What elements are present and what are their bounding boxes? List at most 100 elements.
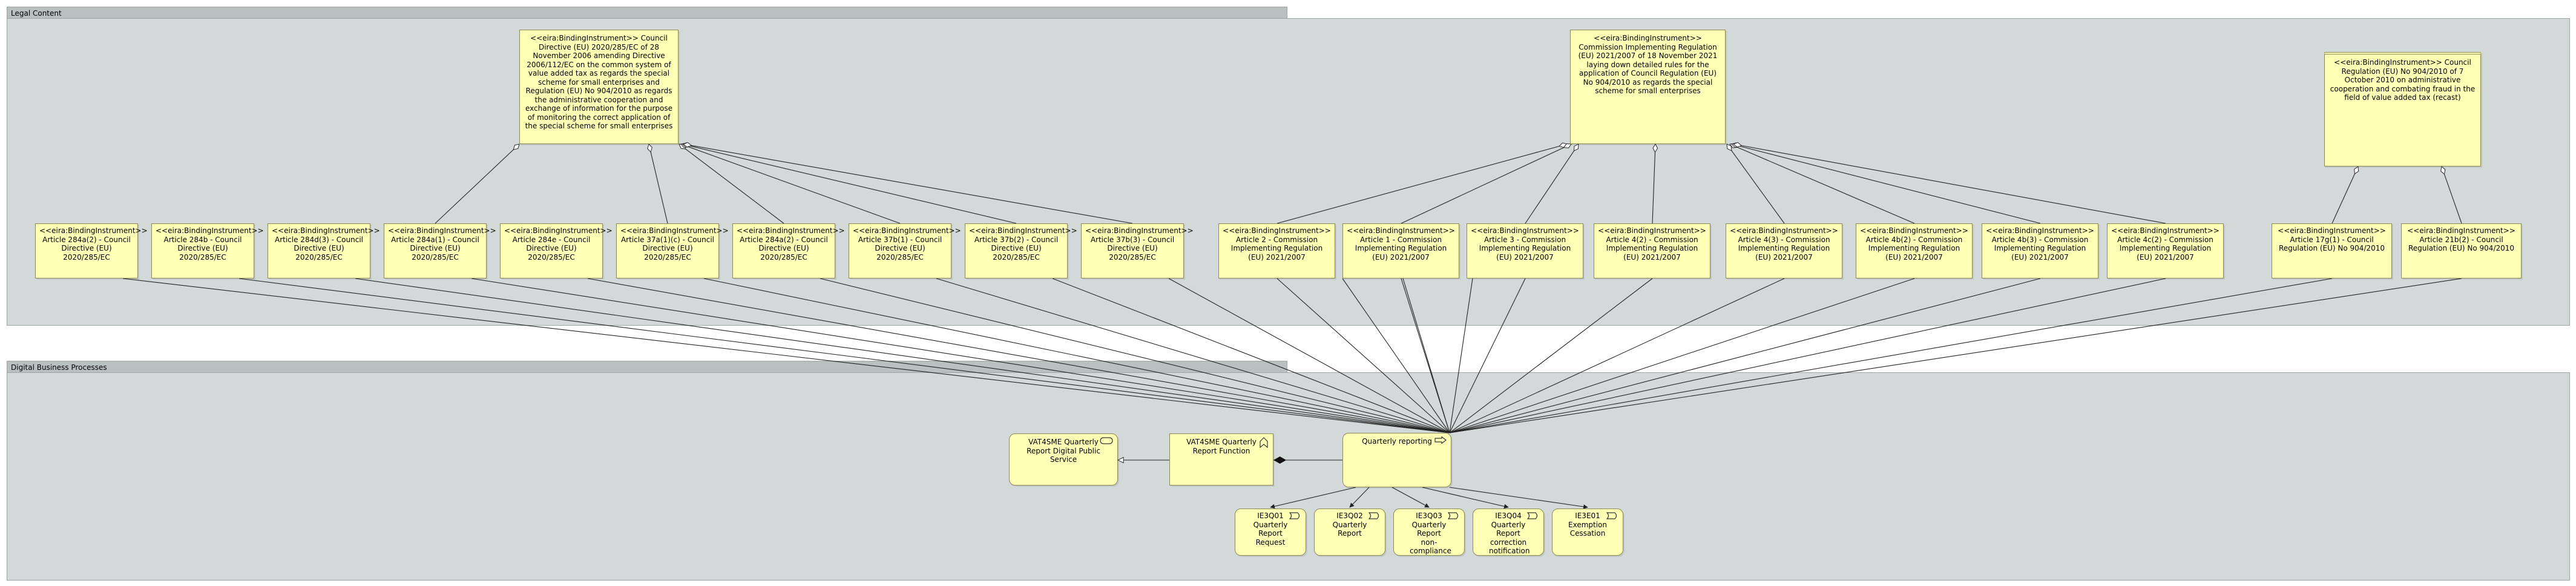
article-4c2-impl-box[interactable]: <<eira:BindingInstrument>> Article 4c(2)… <box>2107 223 2224 278</box>
article-1-impl-box[interactable]: <<eira:BindingInstrument>> Article 1 - C… <box>1342 223 1459 278</box>
association-edge <box>1449 278 2041 433</box>
article-text: <<eira:BindingInstrument>> Article 2 - C… <box>1223 226 1331 262</box>
article-284a1-box[interactable]: <<eira:BindingInstrument>> Article 284a(… <box>384 223 496 278</box>
aggregation-edge <box>678 143 784 224</box>
association-edge <box>1168 278 1450 433</box>
event-ie3e01-box[interactable]: IE3E01 Exemption Cessation <box>1552 509 1623 556</box>
aggregation-edge <box>1276 142 1568 224</box>
function-text: VAT4SME Quarterly Report Function <box>1186 438 1257 455</box>
triggering-edge <box>1349 487 1370 508</box>
article-4-2-impl-box[interactable]: <<eira:BindingInstrument>> Article 4(2) … <box>1594 223 1710 278</box>
article-text: <<eira:BindingInstrument>> Article 1 - C… <box>1347 226 1455 262</box>
triggering-edge <box>1449 487 1588 509</box>
triggering-edge <box>1270 487 1356 509</box>
article-4-3-impl-box[interactable]: <<eira:BindingInstrument>> Article 4(3) … <box>1726 223 1842 278</box>
triggering-edge <box>1392 487 1430 508</box>
association-edge <box>936 278 1450 433</box>
association-edge <box>1402 278 1450 433</box>
business-function-icon <box>1259 437 1269 450</box>
aggregation-edge <box>1401 143 1572 224</box>
aggregation-edge <box>680 143 901 224</box>
association-edge <box>1276 278 1450 433</box>
article-21b2-reg-box[interactable]: <<eira:BindingInstrument>> Article 21b(2… <box>2401 223 2522 278</box>
event-text: IE3E01 Exemption Cessation <box>1568 512 1607 538</box>
quarterly-reporting-process-box[interactable]: Quarterly reporting <box>1342 433 1451 487</box>
aggregation-edge <box>435 143 520 224</box>
article-284a2-box[interactable]: <<eira:BindingInstrument>> Article 284a(… <box>35 223 148 278</box>
aggregation-edge <box>1731 142 2041 224</box>
article-37b1-box[interactable]: <<eira:BindingInstrument>> Article 37b(1… <box>849 223 961 278</box>
article-17g1-reg-box[interactable]: <<eira:BindingInstrument>> Article 17g(1… <box>2272 223 2392 278</box>
association-edge <box>1449 278 2166 433</box>
article-text: <<eira:BindingInstrument>> Article 4b(2)… <box>1860 226 1968 262</box>
vat4sme-report-function-box[interactable]: VAT4SME Quarterly Report Function <box>1169 433 1273 486</box>
event-ie3q03-box[interactable]: IE3Q03 Quarterly Report non-compliance <box>1393 509 1465 556</box>
aggregation-edge <box>682 142 1017 224</box>
council-regulation-text: <<eira:BindingInstrument>> Council Regul… <box>2330 58 2476 102</box>
event-ie3q04-box[interactable]: IE3Q04 Quarterly Report correction notif… <box>1473 509 1544 556</box>
aggregation-edge <box>1525 143 1579 224</box>
article-text: <<eira:BindingInstrument>> Article 3 - C… <box>1471 226 1579 262</box>
article-284a2b-box[interactable]: <<eira:BindingInstrument>> Article 284a(… <box>732 223 845 278</box>
event-text: IE3Q01 Quarterly Report Request <box>1253 512 1288 547</box>
article-3-impl-box[interactable]: <<eira:BindingInstrument>> Article 3 - C… <box>1467 223 1583 278</box>
legal-content-group-label: Legal Content <box>11 9 62 18</box>
association-edge <box>1052 278 1450 433</box>
article-text: <<eira:BindingInstrument>> Article 284a(… <box>388 226 496 262</box>
article-text: <<eira:BindingInstrument>> Article 284a(… <box>39 226 148 262</box>
article-text: <<eira:BindingInstrument>> Article 284d(… <box>272 226 380 262</box>
article-text: <<eira:BindingInstrument>> Article 37a(1… <box>620 226 729 262</box>
business-process-icon <box>1434 436 1447 446</box>
article-text: <<eira:BindingInstrument>> Article 284a(… <box>737 226 845 262</box>
commission-implementing-regulation-text: <<eira:BindingInstrument>> Commission Im… <box>1578 34 1718 95</box>
article-2-impl-box[interactable]: <<eira:BindingInstrument>> Article 2 - C… <box>1218 223 1335 278</box>
association-edge <box>820 278 1450 433</box>
event-ie3q01-box[interactable]: IE3Q01 Quarterly Report Request <box>1235 509 1306 556</box>
article-text: <<eira:BindingInstrument>> Article 37b(1… <box>853 226 961 262</box>
article-text: <<eira:BindingInstrument>> Article 4(2) … <box>1598 226 1706 262</box>
event-ie3q02-box[interactable]: IE3Q02 Quarterly Report <box>1314 509 1385 556</box>
article-text: <<eira:BindingInstrument>> Article 4c(2)… <box>2111 226 2220 262</box>
business-event-icon <box>1606 512 1618 522</box>
event-text: IE3Q02 Quarterly Report <box>1332 512 1367 538</box>
association-edge <box>703 278 1450 433</box>
aggregation-edge <box>1652 143 1658 224</box>
vat4sme-digital-public-service-box[interactable]: VAT4SME Quarterly Report Digital Public … <box>1009 433 1118 486</box>
service-text: VAT4SME Quarterly Report Digital Public … <box>1027 438 1100 464</box>
article-284e-box[interactable]: <<eira:BindingInstrument>> Article 284e … <box>500 223 613 278</box>
article-text: <<eira:BindingInstrument>> Article 21b(2… <box>2407 226 2515 252</box>
article-4b3-impl-box[interactable]: <<eira:BindingInstrument>> Article 4b(3)… <box>1982 223 2098 278</box>
event-text: IE3Q04 Quarterly Report correction notif… <box>1489 512 1530 555</box>
commission-implementing-regulation-box[interactable]: <<eira:BindingInstrument>> Commission Im… <box>1570 30 1726 144</box>
article-text: <<eira:BindingInstrument>> Article 4(3) … <box>1730 226 1838 262</box>
association-edge <box>1449 278 2462 433</box>
association-edge <box>355 278 1450 433</box>
event-text: IE3Q03 Quarterly Report non-compliance <box>1410 512 1451 555</box>
association-edge <box>1449 278 1785 433</box>
council-directive-box[interactable]: <<eira:BindingInstrument>> Council Direc… <box>519 30 678 144</box>
article-37b3-box[interactable]: <<eira:BindingInstrument>> Article 37b(3… <box>1081 223 1194 278</box>
article-284d3-box[interactable]: <<eira:BindingInstrument>> Article 284d(… <box>268 223 380 278</box>
business-event-icon <box>1368 512 1381 522</box>
council-regulation-box[interactable]: <<eira:BindingInstrument>> Council Regul… <box>2324 52 2481 166</box>
aggregation-edge <box>2440 166 2462 224</box>
association-edge <box>122 278 1450 433</box>
article-284b-box[interactable]: <<eira:BindingInstrument>> Article 284b … <box>151 223 264 278</box>
council-directive-text: <<eira:BindingInstrument>> Council Direc… <box>525 34 673 130</box>
business-service-icon <box>1100 437 1113 447</box>
business-event-icon <box>1447 512 1460 522</box>
triggering-edge <box>1422 487 1509 509</box>
article-text: <<eira:BindingInstrument>> Article 37b(2… <box>969 226 1077 262</box>
aggregation-edge <box>683 142 1133 224</box>
article-37b2-box[interactable]: <<eira:BindingInstrument>> Article 37b(2… <box>965 223 1077 278</box>
article-text: <<eira:BindingInstrument>> Article 284e … <box>504 226 613 262</box>
aggregation-edge <box>1729 143 1915 224</box>
aggregation-edge <box>2331 166 2359 224</box>
association-edge <box>1342 278 1450 433</box>
association-edge <box>1449 278 1526 433</box>
article-37a1c-box[interactable]: <<eira:BindingInstrument>> Article 37a(1… <box>616 223 729 278</box>
association-edge <box>1449 278 1473 433</box>
article-4b2-impl-box[interactable]: <<eira:BindingInstrument>> Article 4b(2)… <box>1856 223 1973 278</box>
article-text: <<eira:BindingInstrument>> Article 37b(3… <box>1085 226 1194 262</box>
